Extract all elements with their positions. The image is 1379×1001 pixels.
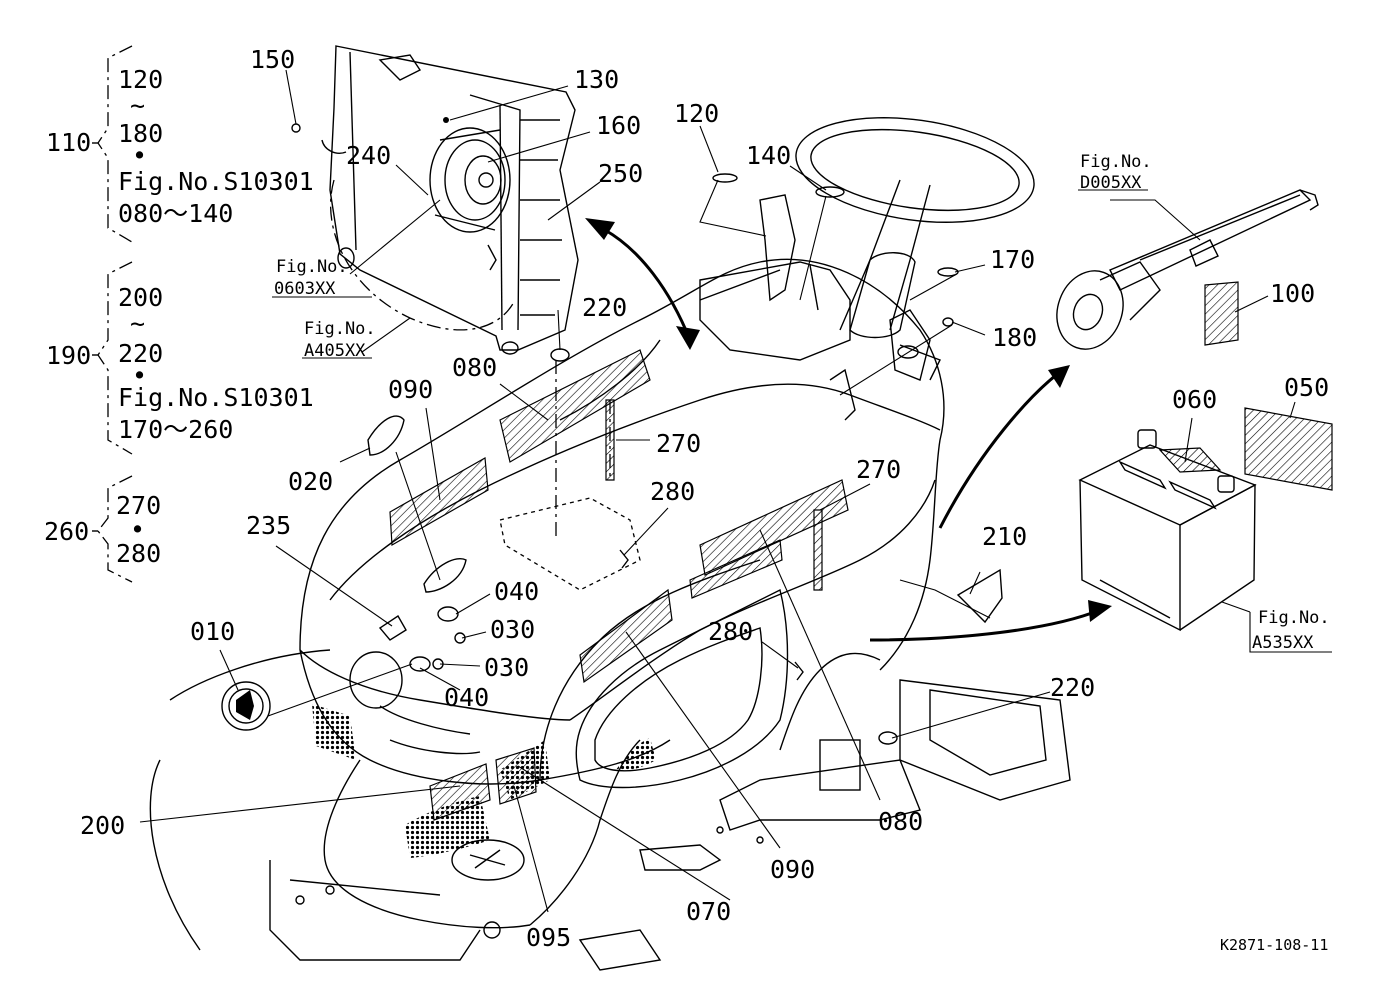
callout-240: 240 (346, 141, 391, 170)
callout-210: 210 (982, 522, 1027, 551)
svg-text:Fig.No.S10301: Fig.No.S10301 (118, 383, 314, 412)
callout-070: 070 (686, 897, 731, 926)
battery (1078, 429, 1257, 632)
svg-text:Fig.No.: Fig.No. (276, 257, 348, 277)
svg-text:Fig.No.: Fig.No. (1258, 608, 1330, 628)
callout-235: 235 (246, 511, 291, 540)
callout-030: 030 (490, 615, 535, 644)
callout-270: 270 (856, 455, 901, 484)
svg-text:280: 280 (116, 539, 161, 568)
group-id: 190 (46, 341, 91, 370)
callout-200: 200 (80, 811, 125, 840)
svg-text:220: 220 (118, 339, 163, 368)
svg-text:080～140: 080～140 (118, 199, 233, 228)
steering-column (699, 117, 1035, 421)
decals (221, 173, 1333, 821)
group-260: 260 270 • 280 (44, 475, 161, 583)
callouts: 150 130 160 240 250 120 140 170 180 100 … (80, 45, 1329, 952)
callout-060: 060 (1172, 385, 1217, 414)
svg-text:170～260: 170～260 (118, 415, 233, 444)
callout-180: 180 (992, 323, 1037, 352)
callout-220: 220 (582, 293, 627, 322)
fig-ref-d005xx: Fig.No. D005XX (1080, 152, 1152, 193)
fig-ref-a405xx: Fig.No. A405XX (304, 319, 376, 361)
svg-text:Fig.No.S10301: Fig.No.S10301 (118, 167, 314, 196)
callout-040: 040 (494, 577, 539, 606)
callout-160: 160 (596, 111, 641, 140)
svg-text:180: 180 (118, 119, 163, 148)
svg-text:•: • (130, 515, 145, 544)
callout-280: 280 (650, 477, 695, 506)
callout-140: 140 (746, 141, 791, 170)
callout-020: 020 (288, 467, 333, 496)
callout-220: 220 (1050, 673, 1095, 702)
callout-040: 040 (444, 683, 489, 712)
callout-120: 120 (674, 99, 719, 128)
callout-050: 050 (1284, 373, 1329, 402)
callout-130: 130 (574, 65, 619, 94)
callout-080: 080 (878, 807, 923, 836)
callout-170: 170 (990, 245, 1035, 274)
flow-arrows (585, 218, 1112, 642)
svg-text:~: ~ (130, 91, 145, 120)
drawing-code: K2871-108-11 (1220, 936, 1328, 954)
svg-text:•: • (132, 141, 147, 170)
fig-ref-a535xx: Fig.No. A535XX (1252, 608, 1330, 653)
callout-150: 150 (250, 45, 295, 74)
svg-text:0603XX: 0603XX (274, 279, 336, 299)
callout-280: 280 (708, 617, 753, 646)
svg-text:A405XX: A405XX (304, 341, 366, 361)
svg-text:D005XX: D005XX (1080, 173, 1142, 193)
svg-text:200: 200 (118, 283, 163, 312)
group-id: 110 (46, 128, 91, 157)
callout-030: 030 (484, 653, 529, 682)
svg-text:•: • (132, 361, 147, 390)
leader-lines (139, 69, 1332, 913)
svg-text:Fig.No.: Fig.No. (304, 319, 376, 339)
group-110: 110 120 ~ 180 • Fig.No.S10301 080～140 (46, 45, 314, 243)
callout-080: 080 (452, 353, 497, 382)
svg-text:120: 120 (118, 65, 163, 94)
shaft-assembly (1056, 189, 1319, 350)
callout-090: 090 (770, 855, 815, 884)
callout-100: 100 (1270, 279, 1315, 308)
fig-ref-0603xx: Fig.No. 0603XX (274, 257, 348, 299)
radiator-fan-assembly (291, 45, 579, 355)
callout-090: 090 (388, 375, 433, 404)
svg-text:270: 270 (116, 491, 161, 520)
callout-010: 010 (190, 617, 235, 646)
callout-250: 250 (598, 159, 643, 188)
svg-text:Fig.No.: Fig.No. (1080, 152, 1152, 172)
svg-text:A535XX: A535XX (1252, 633, 1314, 653)
group-190: 190 200 ~ 220 • Fig.No.S10301 170～260 (46, 261, 314, 455)
svg-text:~: ~ (130, 309, 145, 338)
group-id: 260 (44, 517, 89, 546)
callout-270: 270 (656, 429, 701, 458)
callout-095: 095 (526, 923, 571, 952)
